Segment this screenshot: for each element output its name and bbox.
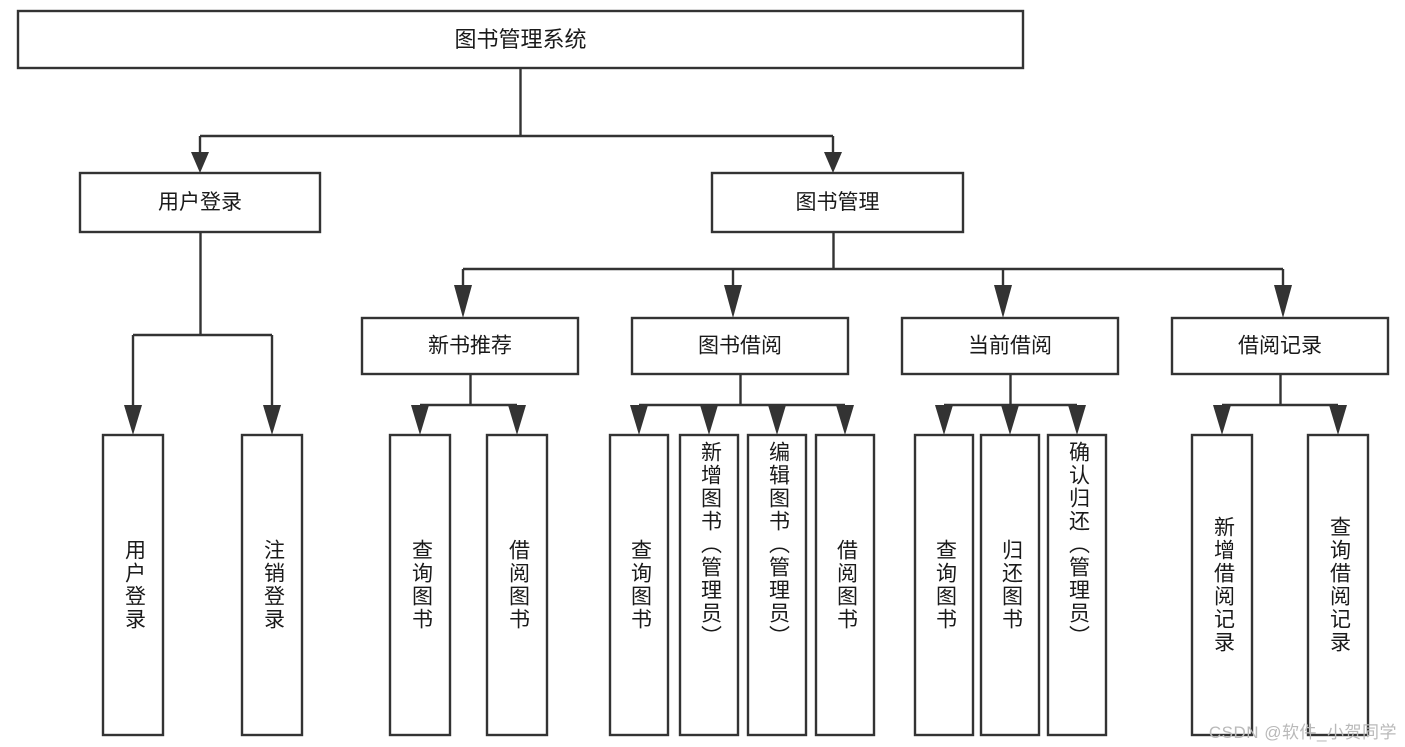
- node-new-book-recommend-label: 新书推荐: [428, 335, 512, 358]
- node-borrow-record[interactable]: 借阅记录: [1170, 316, 1390, 376]
- node-user-login-rect[interactable]: [78, 171, 322, 234]
- arrowhead-leaf-confirm-return: [1068, 405, 1086, 435]
- leaf-query-book-1-rect[interactable]: [388, 433, 452, 737]
- node-user-login-label: 用户登录: [158, 191, 242, 214]
- node-borrow-record-label: 借阅记录: [1238, 335, 1322, 358]
- connector-group-root: [191, 68, 842, 173]
- arrowhead-leaf-borrow-book-1: [508, 405, 526, 435]
- leaf-borrow-book-2-rect[interactable]: [814, 433, 876, 737]
- arrowhead-leaf-edit-book: [768, 405, 786, 435]
- node-book-manage-rect[interactable]: [710, 171, 965, 234]
- arrowhead-book-borrow: [724, 285, 742, 318]
- arrowhead-book-manage: [824, 152, 842, 173]
- arrowhead-leaf-query-book-1: [411, 405, 429, 435]
- node-book-borrow-rect[interactable]: [630, 316, 850, 376]
- arrowhead-leaf-user-logout: [263, 405, 281, 435]
- node-user-login[interactable]: 用户登录: [78, 171, 322, 234]
- arrowhead-leaf-query-record: [1329, 405, 1347, 435]
- arrowhead-current-borrow: [994, 285, 1012, 318]
- connector-group-user-login: [124, 232, 281, 435]
- node-book-manage-label: 图书管理: [796, 191, 880, 214]
- leaf-add-book-rect[interactable]: [678, 433, 740, 737]
- arrowhead-leaf-borrow-book-2: [836, 405, 854, 435]
- leaf-user-login-rect[interactable]: [101, 433, 165, 737]
- node-book-borrow[interactable]: 图书借阅: [630, 316, 850, 376]
- node-new-book-recommend[interactable]: 新书推荐: [360, 316, 580, 376]
- node-book-manage[interactable]: 图书管理: [710, 171, 965, 234]
- arrowhead-new-book-recommend: [454, 285, 472, 318]
- node-book-borrow-label: 图书借阅: [698, 335, 782, 358]
- watermark-text: CSDN @软件_小贺同学: [1208, 723, 1397, 742]
- arrowhead-leaf-add-book: [700, 405, 718, 435]
- node-current-borrow[interactable]: 当前借阅: [900, 316, 1120, 376]
- node-current-borrow-rect[interactable]: [900, 316, 1120, 376]
- leaf-query-book-2-rect[interactable]: [608, 433, 670, 737]
- node-borrow-record-rect[interactable]: [1170, 316, 1390, 376]
- leaf-add-record-rect[interactable]: [1190, 433, 1254, 737]
- arrowhead-leaf-user-login: [124, 405, 142, 435]
- arrowhead-leaf-add-record: [1213, 405, 1231, 435]
- leaf-return-book-rect[interactable]: [979, 433, 1041, 737]
- node-current-borrow-label: 当前借阅: [968, 335, 1052, 358]
- arrowhead-leaf-return-book: [1001, 405, 1019, 435]
- leaf-user-logout-rect[interactable]: [240, 433, 304, 737]
- leaf-borrow-book-1-rect[interactable]: [485, 433, 549, 737]
- connector-group-current-borrow: [935, 374, 1086, 435]
- node-root-label: 图书管理系统: [454, 27, 586, 52]
- connector-group-borrow-record: [1213, 374, 1347, 435]
- leaf-query-record-rect[interactable]: [1306, 433, 1370, 737]
- connector-group-book-borrow: [630, 374, 854, 435]
- arrowhead-borrow-record: [1274, 285, 1292, 318]
- arrowhead-leaf-query-book-3: [935, 405, 953, 435]
- node-new-book-recommend-rect[interactable]: [360, 316, 580, 376]
- leaf-edit-book-rect[interactable]: [746, 433, 808, 737]
- connector-group-new-book-recommend: [411, 374, 526, 435]
- leaf-confirm-return-rect[interactable]: [1046, 433, 1108, 737]
- arrowhead-leaf-query-book-2: [630, 405, 648, 435]
- leaf-boxes: [101, 433, 1370, 737]
- leaf-query-book-3-rect[interactable]: [913, 433, 975, 737]
- node-root-rect[interactable]: [16, 9, 1025, 70]
- connector-group-book-manage: [454, 232, 1292, 318]
- node-root[interactable]: 图书管理系统: [16, 9, 1025, 70]
- arrowhead-user-login: [191, 152, 209, 173]
